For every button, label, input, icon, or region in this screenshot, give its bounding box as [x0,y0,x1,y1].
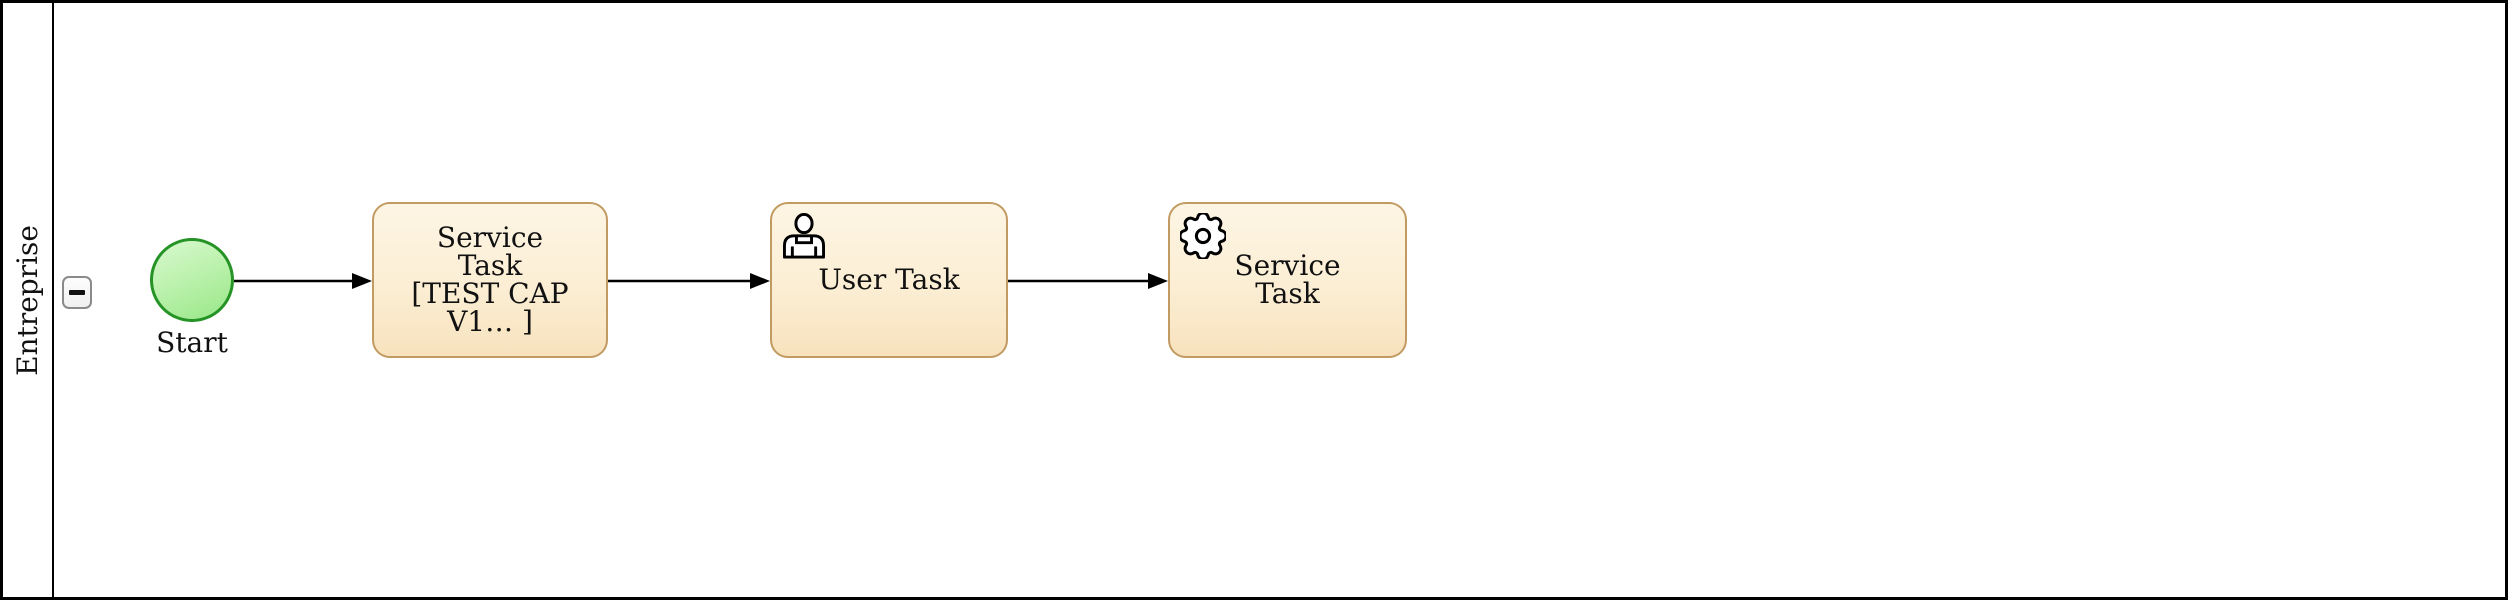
start-event[interactable] [150,238,234,322]
user-icon [783,212,825,259]
gear-icon [1180,213,1226,259]
task-label-line: V1… ] [447,305,533,338]
task-label-line: Task [1255,277,1320,310]
task-label-line: User Task [818,263,960,296]
arrowhead-icon [750,273,770,289]
sequence-flow-start-to-service-cap[interactable] [234,273,372,289]
sequence-flow-user-to-service[interactable] [1008,273,1168,289]
lane-collapse-button[interactable] [62,276,92,309]
task-service[interactable]: Service Task [1168,202,1407,358]
lane-label: Entreprise [11,224,44,376]
sequence-flow-service-cap-to-user[interactable] [608,273,770,289]
task-label-line: [TEST CAP [411,277,569,310]
task-label-line: Service [1234,249,1341,282]
task-label-line: Service [436,221,544,254]
start-event-label: Start [156,326,228,359]
task-service-cap[interactable]: Service Task [TEST CAP V1… ] [372,202,608,358]
lane-divider [52,3,54,597]
arrowhead-icon [1148,273,1168,289]
minus-icon [69,290,85,295]
task-label-line: Task [457,249,523,282]
task-label: User Task [818,266,959,294]
task-user[interactable]: User Task [770,202,1008,358]
task-label: Service Task [TEST CAP V1… ] [411,224,568,336]
arrowhead-icon [352,273,372,289]
lane-header-entreprise[interactable]: Entreprise [3,3,52,597]
task-label: Service Task [1234,252,1340,308]
